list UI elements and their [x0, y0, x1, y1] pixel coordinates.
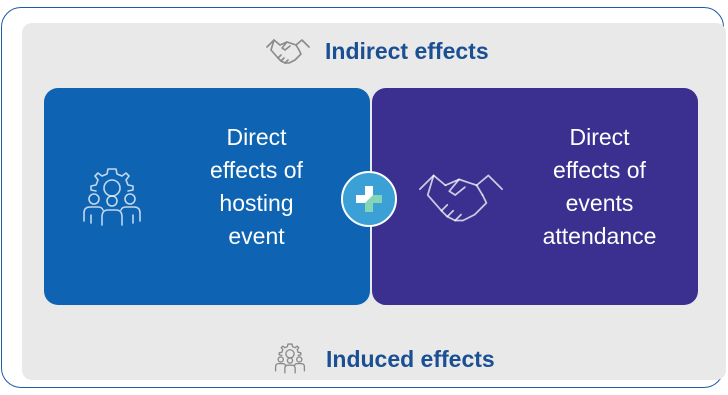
indirect-effects-label-row: Indirect effects	[265, 36, 489, 66]
direct-hosting-box: Direct effects of hosting event	[44, 88, 370, 305]
indirect-effects-label: Indirect effects	[325, 37, 489, 64]
team-gear-icon	[72, 163, 152, 238]
induced-effects-label-row: Induced effects	[268, 341, 495, 377]
handshake-icon	[416, 166, 506, 233]
direct-attendance-text: Direct effects of events attendance	[542, 124, 657, 249]
team-gear-icon	[268, 341, 312, 377]
direct-attendance-box: Direct effects of events attendance	[372, 88, 698, 305]
induced-effects-label: Induced effects	[326, 345, 495, 372]
direct-hosting-text: Direct effects of hosting event	[210, 124, 303, 249]
plus-icon	[341, 171, 397, 227]
handshake-icon	[265, 36, 311, 66]
